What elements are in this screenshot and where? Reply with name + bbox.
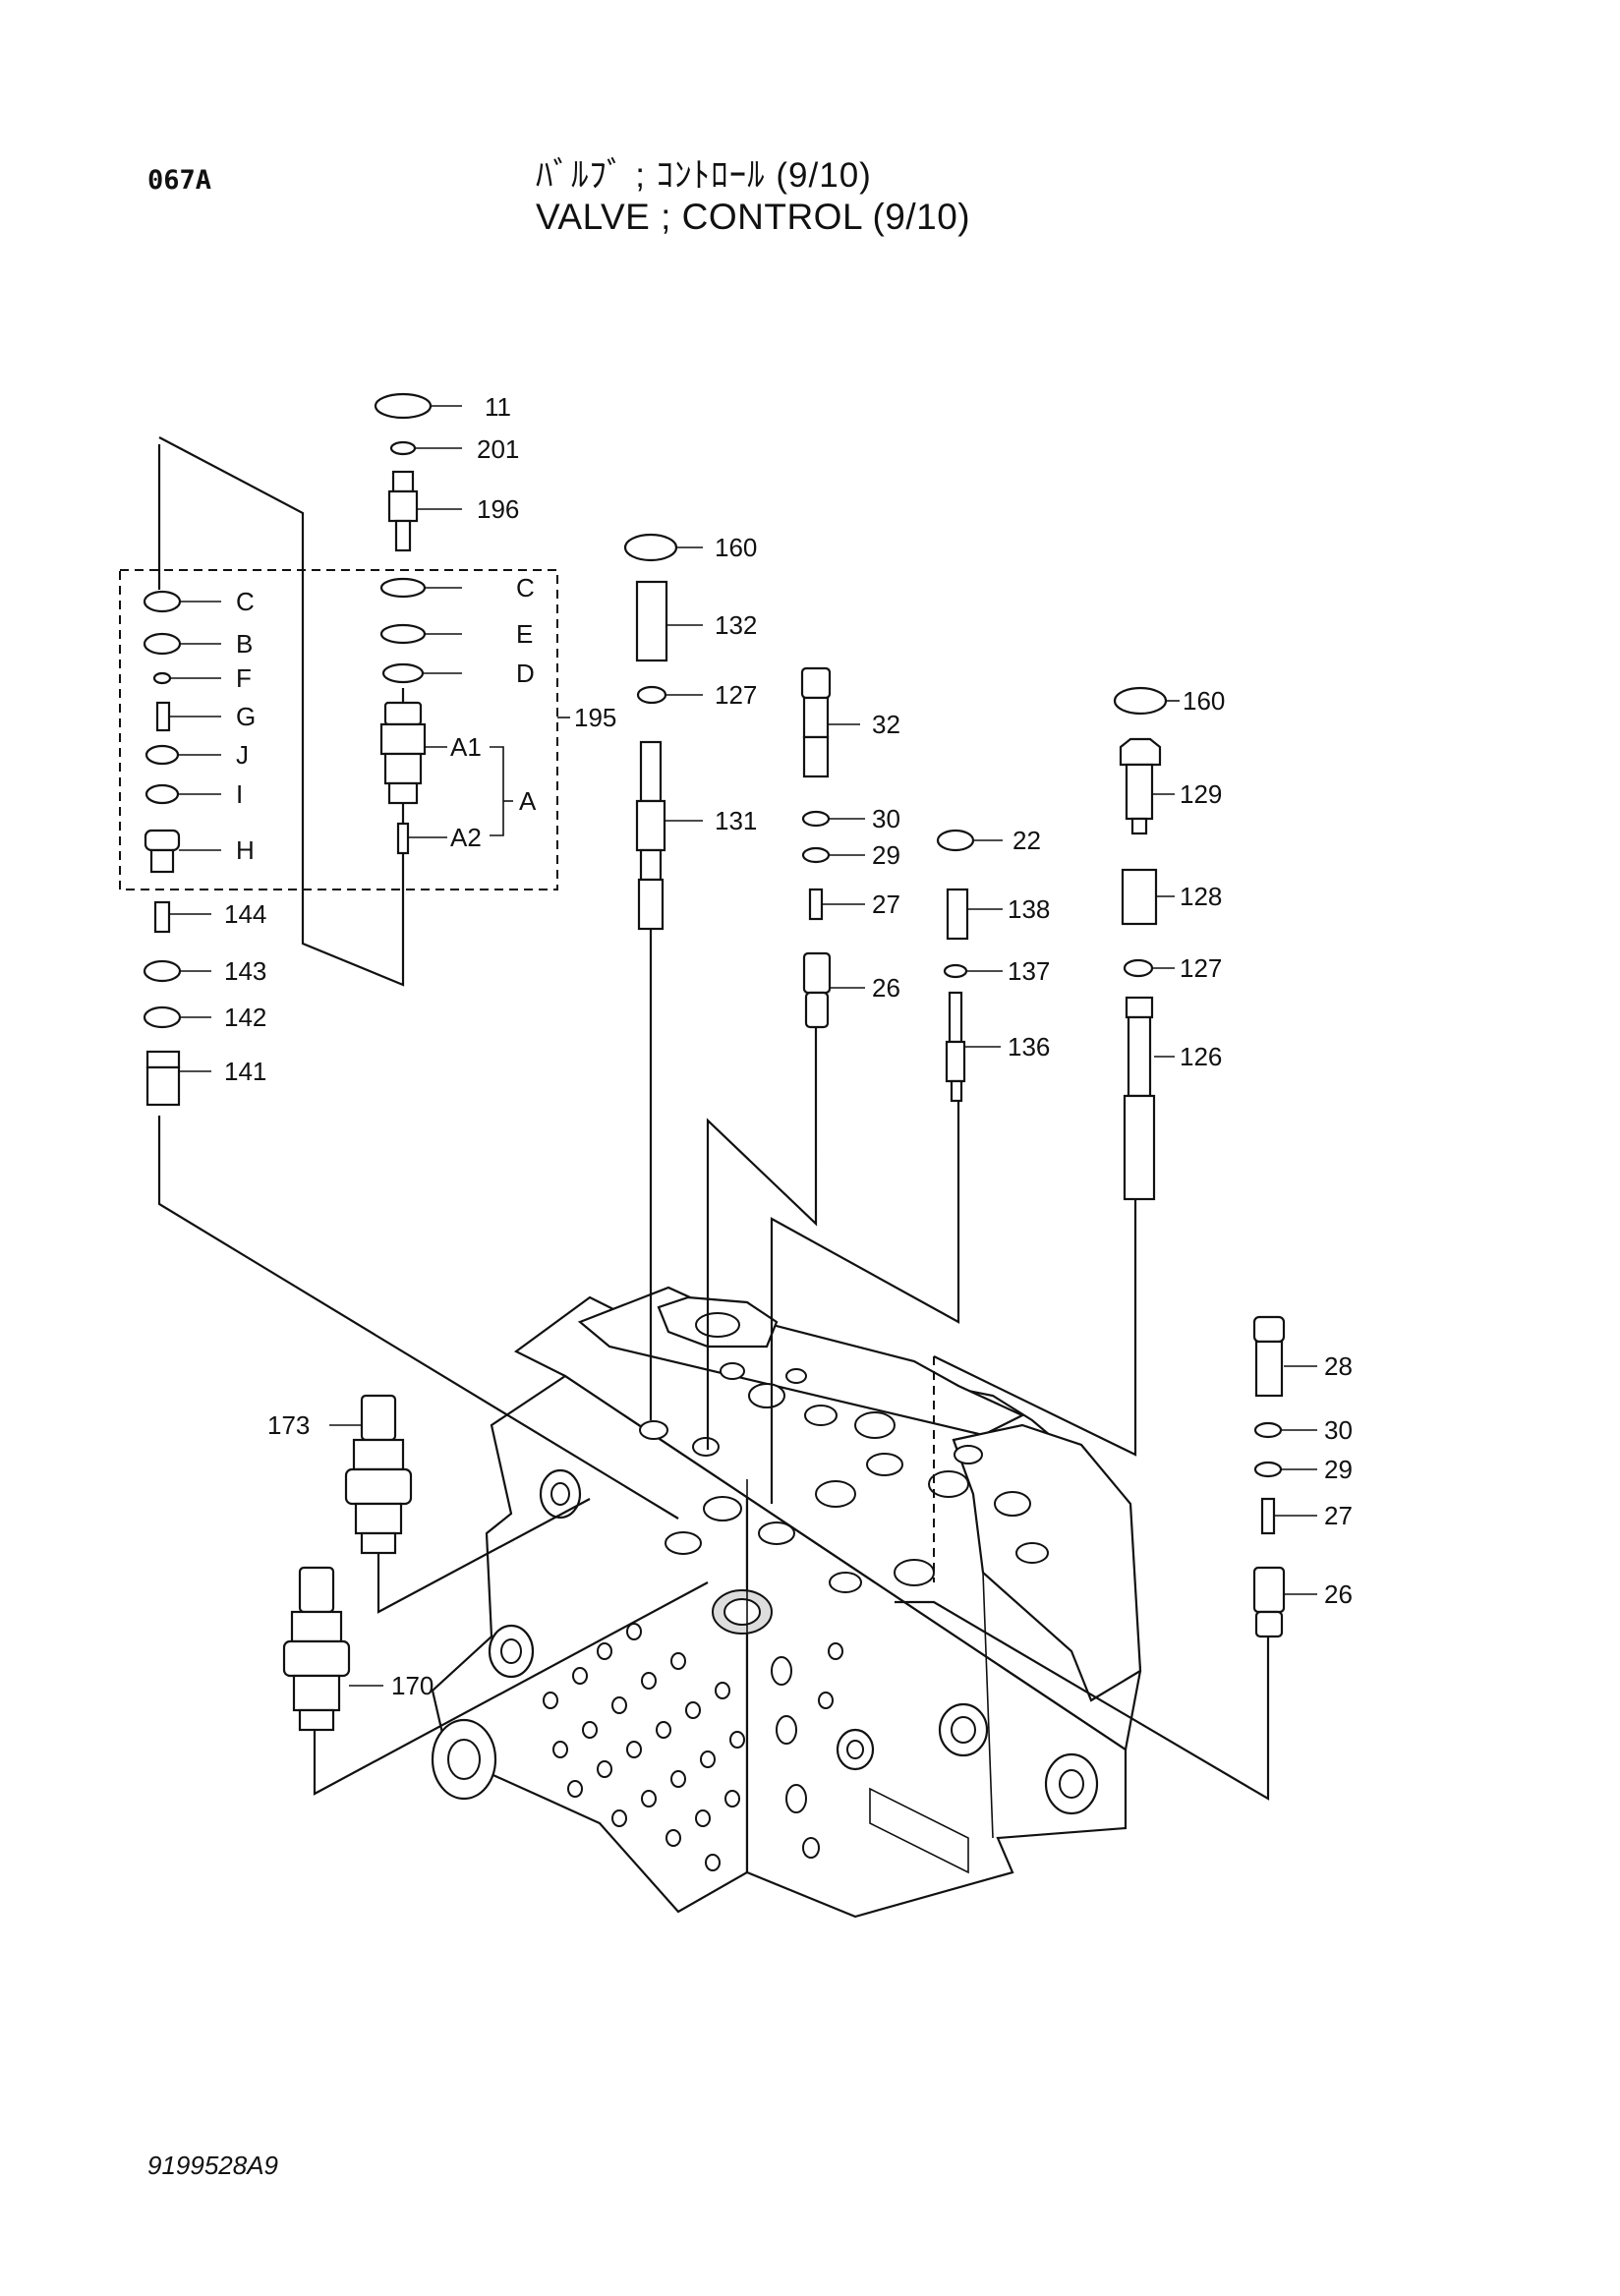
- callout-142: 142: [224, 1003, 266, 1032]
- callout-26-b: 26: [1324, 1579, 1353, 1609]
- callout-195: 195: [574, 703, 616, 732]
- callout-160-a: 160: [715, 533, 757, 562]
- callout-160-b: 160: [1183, 686, 1225, 716]
- callout-labels: 11 201 196 C E D A1 A2 A 195 C B F G J I…: [224, 392, 1353, 1700]
- callout-143: 143: [224, 956, 266, 986]
- callout-f: F: [236, 663, 252, 693]
- callout-141: 141: [224, 1057, 266, 1086]
- relief-valve-173: [329, 1394, 413, 1555]
- check-28-stack: [1252, 1315, 1317, 1638]
- callout-127-b: 127: [1180, 953, 1222, 983]
- callout-c-right: C: [516, 573, 535, 603]
- callout-173: 173: [267, 1410, 310, 1440]
- pilot-valve-stack: [374, 392, 513, 855]
- callout-30-a: 30: [872, 804, 900, 833]
- callout-170: 170: [391, 1671, 434, 1700]
- callout-a1: A1: [450, 732, 482, 762]
- callout-128: 128: [1180, 882, 1222, 911]
- title-english: VALVE ; CONTROL (9/10): [536, 197, 971, 237]
- callout-a: A: [519, 786, 537, 816]
- callout-22: 22: [1012, 826, 1041, 855]
- callout-144: 144: [224, 899, 266, 929]
- page-code: 067A: [147, 165, 212, 196]
- callout-c-left: C: [236, 587, 255, 616]
- spool-136-stack: [936, 829, 1003, 1103]
- callout-28: 28: [1324, 1351, 1353, 1381]
- callout-26-a: 26: [872, 973, 900, 1003]
- callout-g: G: [236, 702, 256, 731]
- control-valve-body: [431, 1286, 1142, 1919]
- relief-valve-170: [282, 1566, 383, 1732]
- callout-e: E: [516, 619, 533, 649]
- callout-32: 32: [872, 710, 900, 739]
- spool-131-stack: [623, 533, 703, 931]
- document-number: 9199528A9: [147, 2151, 279, 2180]
- callout-b: B: [236, 629, 253, 659]
- assembly-195-boundary: [119, 569, 558, 890]
- assembly-lines: [157, 436, 1270, 1801]
- callout-i: I: [236, 779, 243, 809]
- callout-27-a: 27: [872, 890, 900, 919]
- callout-30-b: 30: [1324, 1415, 1353, 1445]
- callout-29-b: 29: [1324, 1455, 1353, 1484]
- title-japanese: ﾊﾞﾙﾌﾞ ; ｺﾝﾄﾛｰﾙ (9/10): [536, 156, 872, 195]
- callout-129: 129: [1180, 779, 1222, 809]
- callout-27-b: 27: [1324, 1501, 1353, 1530]
- callout-138: 138: [1008, 894, 1050, 924]
- callout-201: 201: [477, 434, 519, 464]
- callout-196: 196: [477, 494, 519, 524]
- callout-29-a: 29: [872, 840, 900, 870]
- callout-d: D: [516, 659, 535, 688]
- spool-126-stack: [1113, 686, 1180, 1201]
- left-parts-stack: [143, 590, 221, 1107]
- callout-136: 136: [1008, 1032, 1050, 1062]
- callout-132: 132: [715, 610, 757, 640]
- callout-j: J: [236, 740, 249, 770]
- callout-11: 11: [485, 392, 511, 422]
- callout-131: 131: [715, 806, 757, 835]
- callout-a2: A2: [450, 823, 482, 852]
- callout-137: 137: [1008, 956, 1050, 986]
- callout-h: H: [236, 835, 255, 865]
- check-32-stack: [800, 666, 865, 1029]
- callout-126: 126: [1180, 1042, 1222, 1071]
- front-face-ports: [543, 1623, 843, 1871]
- callout-127-a: 127: [715, 680, 757, 710]
